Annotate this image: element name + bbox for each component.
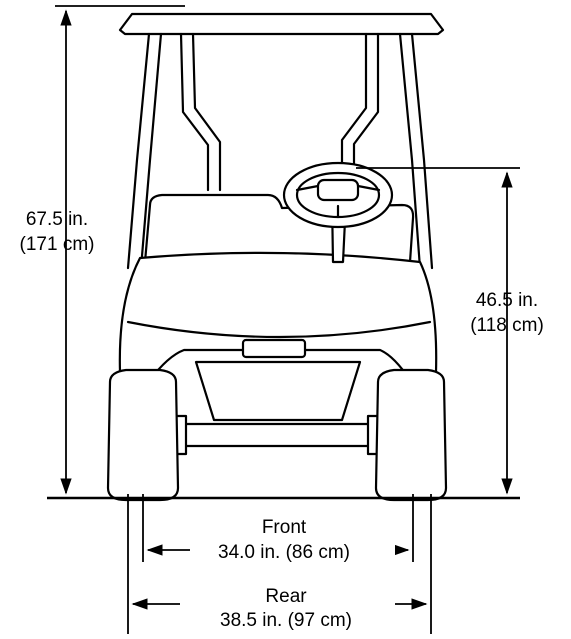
front-axle xyxy=(168,422,387,448)
rear-track-title: Rear xyxy=(265,586,307,607)
overall-height-metric: (171 cm) xyxy=(20,234,95,255)
steering-height-imperial: 46.5 in. xyxy=(476,290,538,311)
left-front-tire xyxy=(106,368,180,502)
roof-struts xyxy=(126,32,434,270)
overall-height-dimension xyxy=(55,5,185,495)
rear-track-value: 38.5 in. (97 cm) xyxy=(220,610,352,631)
cowl-front-face xyxy=(126,320,432,339)
front-track-value: 34.0 in. (86 cm) xyxy=(218,542,350,563)
steering-height-dimension xyxy=(356,167,520,495)
overall-height-imperial: 67.5 in. xyxy=(26,209,88,230)
right-front-tire xyxy=(374,368,448,502)
golf-cart-illustration xyxy=(106,12,448,502)
front-badge xyxy=(241,338,307,359)
front-track-title: Front xyxy=(262,517,307,538)
canopy-roof xyxy=(118,12,445,36)
steering-height-metric: (118 cm) xyxy=(470,315,544,336)
lower-front-panel xyxy=(194,360,362,422)
